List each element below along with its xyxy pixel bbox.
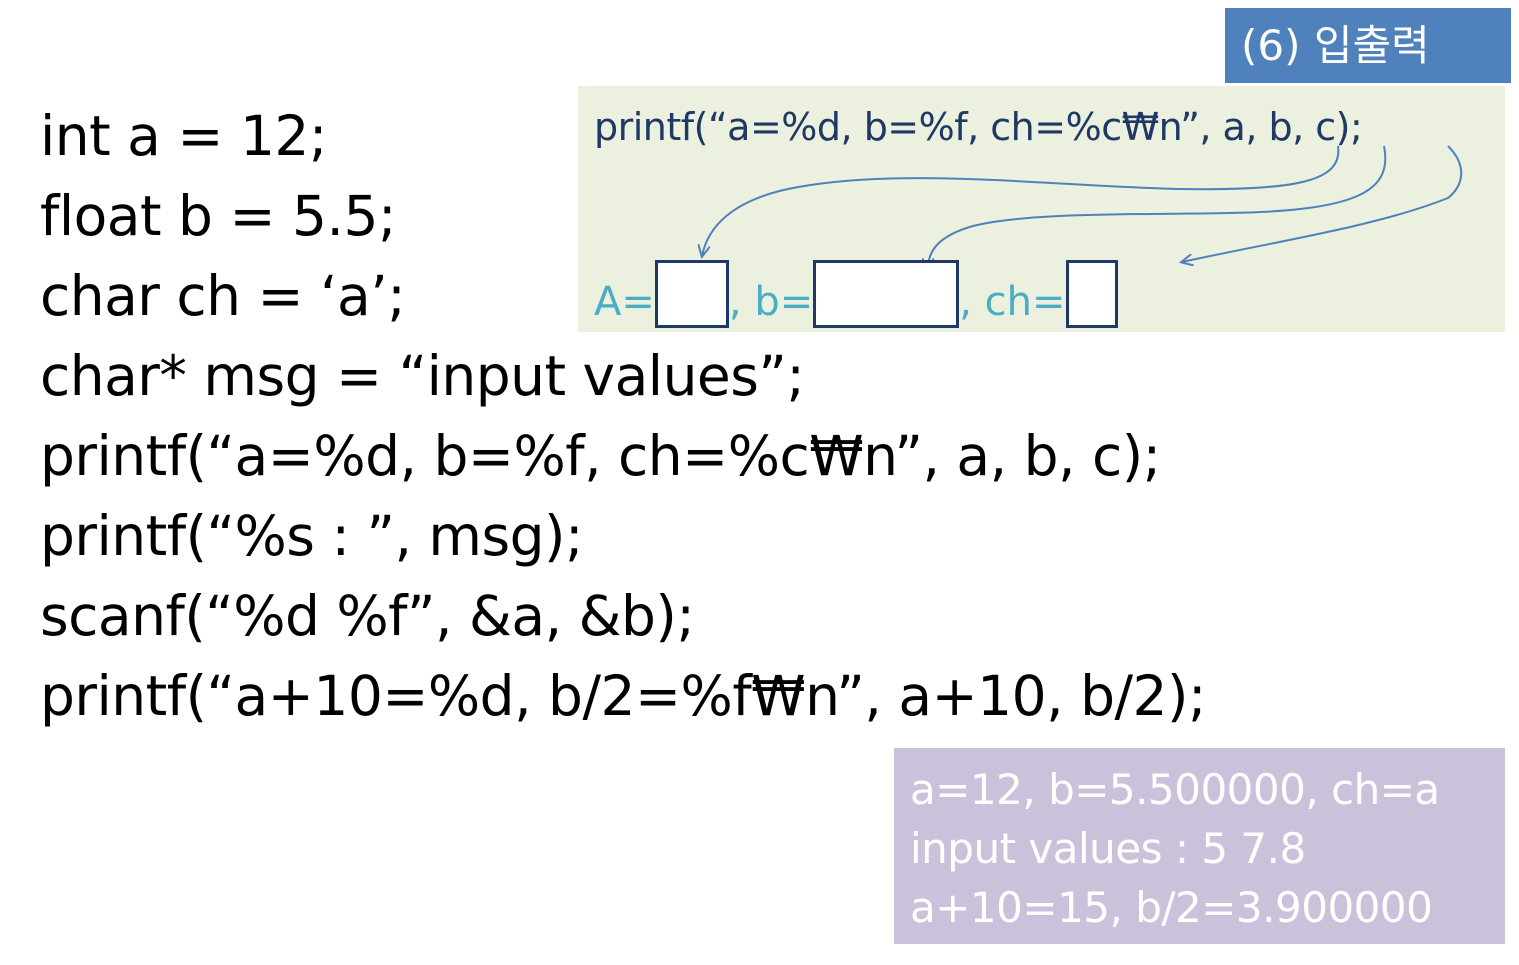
callout-printf-code: printf(“a=%d, b=%f, ch=%c₩n”, a, b, c); xyxy=(594,105,1363,149)
code-line: printf(“a=%d, b=%f, ch=%c₩n”, a, b, c); xyxy=(40,424,1161,488)
code-line: printf(“%s : ”, msg); xyxy=(40,504,584,568)
code-line: int a = 12; xyxy=(40,104,327,168)
code-line: char ch = ‘a’; xyxy=(40,264,406,328)
output-line: a=12, b=5.500000, ch=a xyxy=(910,765,1440,814)
format-result-row: A= , b= , ch= xyxy=(594,260,1118,330)
code-line: float b = 5.5; xyxy=(40,184,397,248)
code-line: scanf(“%d %f”, &a, &b); xyxy=(40,584,695,648)
console-output: a=12, b=5.500000, ch=a input values : 5 … xyxy=(894,748,1505,944)
output-line: a+10=15, b/2=3.900000 xyxy=(910,883,1433,932)
slot-b-box xyxy=(813,260,960,328)
output-line: input values : 5 7.8 xyxy=(910,824,1306,873)
code-block: int a = 12; float b = 5.5; char ch = ‘a’… xyxy=(40,96,1207,736)
label-ch: , ch= xyxy=(959,279,1066,325)
code-line: char* msg = “input values”; xyxy=(40,344,805,408)
slot-ch-box xyxy=(1065,260,1118,328)
label-a: A= xyxy=(594,279,655,325)
printf-format-callout: printf(“a=%d, b=%f, ch=%c₩n”, a, b, c); … xyxy=(578,86,1505,332)
slide-title: (6) 입출력 xyxy=(1225,8,1511,83)
arrow-b-to-slot xyxy=(928,145,1387,269)
arrow-a-to-slot xyxy=(702,145,1340,256)
label-b: , b= xyxy=(728,279,814,325)
code-line: printf(“a+10=%d, b/2=%f₩n”, a+10, b/2); xyxy=(40,664,1207,728)
arrow-c-to-slot xyxy=(1182,145,1463,262)
slot-a-box xyxy=(654,260,729,328)
